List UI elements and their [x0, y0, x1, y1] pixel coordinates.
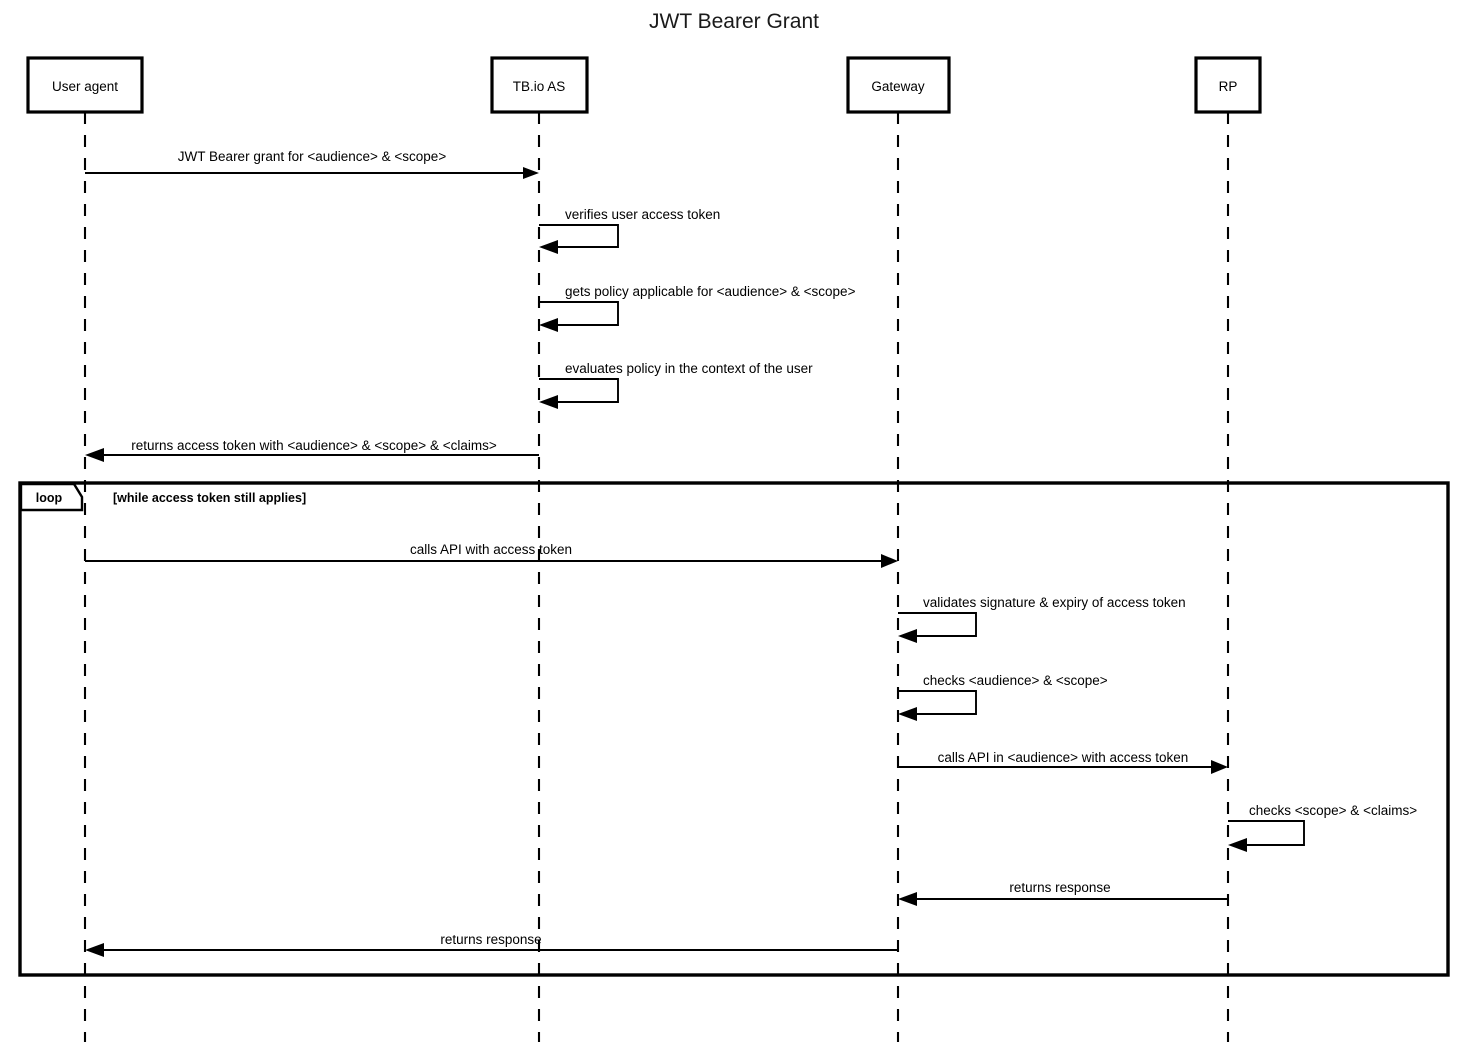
loop-fragment-tag — [19, 482, 84, 512]
participant-label-rp: RP — [1219, 79, 1238, 94]
message-evaluates-policy[interactable]: evaluates policy in the context of the u… — [539, 361, 813, 409]
message-returns-response-gateway-to-user-agent[interactable]: returns response — [85, 932, 898, 957]
message-calls-api-in-audience[interactable]: calls API in <audience> with access toke… — [898, 750, 1228, 774]
participant-box-user-agent[interactable] — [26, 56, 144, 114]
message-calls-api-with-access-token[interactable]: calls API with access token — [85, 542, 898, 568]
participant-label-user-agent: User agent — [52, 79, 118, 94]
message-self-path[interactable] — [539, 224, 619, 248]
message-jwt-bearer-grant[interactable]: JWT Bearer grant for <audience> & <scope… — [85, 149, 539, 179]
participant-label-gateway: Gateway — [871, 79, 925, 94]
message-label: validates signature & expiry of access t… — [923, 595, 1186, 610]
message-validates-signature-expiry[interactable]: validates signature & expiry of access t… — [898, 595, 1186, 643]
arrowhead-right-icon — [1211, 760, 1228, 774]
arrowhead-left-icon — [1228, 838, 1247, 852]
message-label: returns access token with <audience> & <… — [131, 438, 497, 453]
arrowhead-left-icon — [539, 318, 558, 332]
message-label: checks <audience> & <scope> — [923, 673, 1108, 688]
message-verifies-user-access-token[interactable]: verifies user access token — [539, 207, 720, 254]
arrowhead-left-icon — [539, 240, 558, 254]
loop-fragment-frame — [18, 481, 1450, 977]
message-label: returns response — [440, 932, 541, 947]
loop-fragment-operator-label: loop — [36, 491, 63, 505]
message-label: checks <scope> & <claims> — [1249, 803, 1417, 818]
participant-gateway[interactable]: Gateway — [846, 56, 951, 114]
participant-box-rp[interactable] — [1194, 56, 1262, 114]
message-checks-scope-claims[interactable]: checks <scope> & <claims> — [1228, 803, 1417, 852]
page-title: JWT Bearer Grant — [649, 10, 819, 33]
participant-user-agent[interactable]: User agent — [26, 56, 144, 114]
participant-box-tb-io-as[interactable] — [490, 56, 589, 114]
loop-fragment-condition-label: [while access token still applies] — [113, 491, 306, 505]
message-label: returns response — [1009, 880, 1110, 895]
message-gets-policy-applicable[interactable]: gets policy applicable for <audience> & … — [539, 284, 856, 332]
arrowhead-left-icon — [85, 448, 104, 462]
participant-rp[interactable]: RP — [1194, 56, 1262, 114]
message-returns-access-token[interactable]: returns access token with <audience> & <… — [85, 438, 539, 462]
message-self-path[interactable] — [898, 690, 977, 715]
arrowhead-left-icon — [539, 395, 558, 409]
arrowhead-left-icon — [898, 629, 917, 643]
message-label: calls API with access token — [410, 542, 572, 557]
participant-label-tb-io-as: TB.io AS — [513, 79, 566, 94]
arrowhead-right-icon — [523, 167, 539, 179]
participant-box-gateway[interactable] — [846, 56, 951, 114]
lifelines-group — [83, 112, 1230, 1042]
message-checks-audience-scope[interactable]: checks <audience> & <scope> — [898, 673, 1108, 721]
arrowhead-left-icon — [898, 892, 917, 906]
message-self-path[interactable] — [539, 301, 619, 326]
message-label: evaluates policy in the context of the u… — [565, 361, 813, 376]
message-self-path[interactable] — [898, 612, 977, 637]
message-label: verifies user access token — [565, 207, 720, 222]
participant-tb-io-as[interactable]: TB.io AS — [490, 56, 589, 114]
message-self-path[interactable] — [1228, 820, 1305, 846]
message-label: JWT Bearer grant for <audience> & <scope… — [178, 149, 447, 164]
message-label: calls API in <audience> with access toke… — [938, 750, 1189, 765]
arrowhead-left-icon — [898, 707, 917, 721]
message-returns-response-rp-to-gateway[interactable]: returns response — [898, 880, 1228, 906]
loop-fragment[interactable]: loop [while access token still applies] — [18, 481, 1450, 977]
message-self-path[interactable] — [539, 378, 619, 403]
message-label: gets policy applicable for <audience> & … — [565, 284, 856, 299]
arrowhead-right-icon — [881, 554, 898, 568]
arrowhead-left-icon — [85, 943, 104, 957]
